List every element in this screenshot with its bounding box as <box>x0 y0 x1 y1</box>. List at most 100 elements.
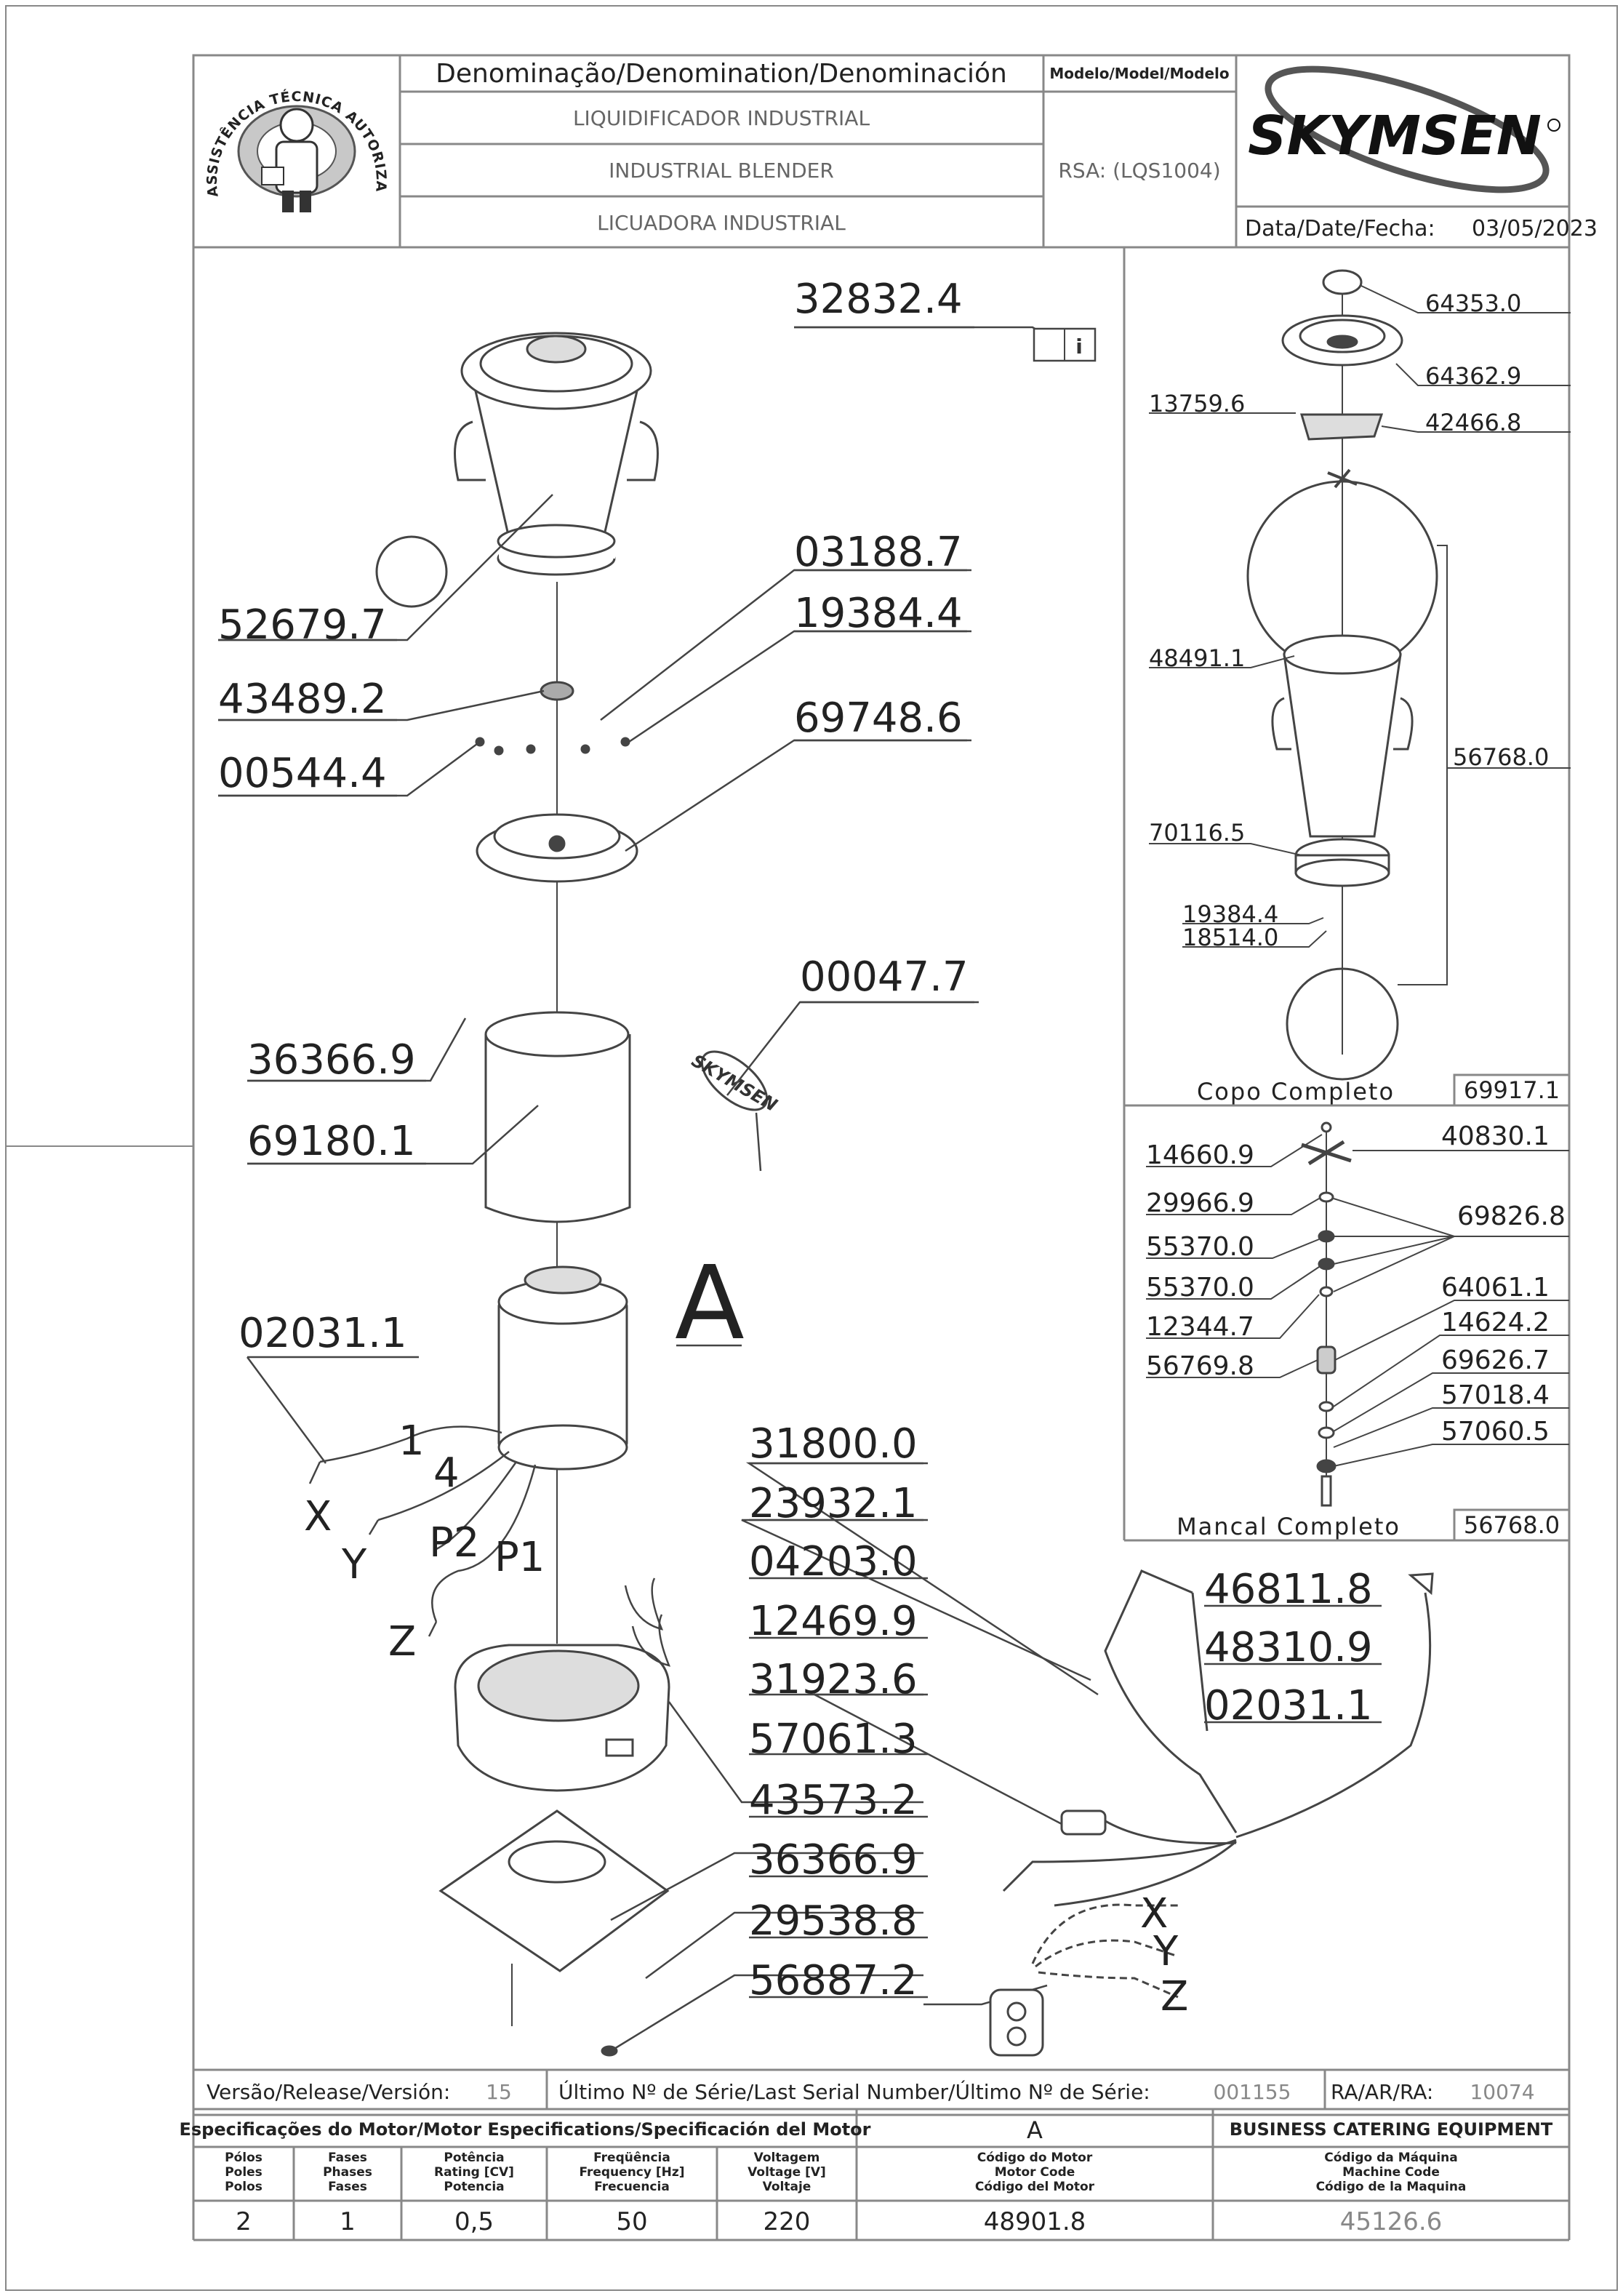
ra-value: 10074 <box>1470 2080 1534 2104</box>
part-label: 00047.7 <box>800 953 969 1001</box>
company-name: BUSINESS CATERING EQUIPMENT <box>1230 2119 1553 2140</box>
cup-assembly-leaders <box>1149 284 1571 985</box>
copo-part-18514: 18514.0 <box>1182 924 1278 951</box>
label-underlines <box>218 326 1382 1999</box>
mancal-part-69826: 69826.8 <box>1457 1201 1566 1231</box>
part-shell: 69180.1 <box>247 1118 416 1165</box>
model-code: RSA: (LQS1004) <box>1058 159 1220 183</box>
bearing-assembly-leaders <box>1146 1134 1569 1467</box>
manual-book-icon: i <box>1033 327 1097 362</box>
copo-part-64353: 64353.0 <box>1425 289 1521 317</box>
coupling <box>540 681 574 701</box>
switch-wire-x: X <box>1140 1890 1168 1937</box>
col-motor-code-pt: Código do Motor <box>977 2151 1093 2165</box>
col-motor-code-en: Motor Code <box>995 2165 1075 2180</box>
wire-x-label: X <box>304 1493 332 1540</box>
spec-column-headers: Pólos Poles Polos Fases Phases Fases Pot… <box>225 2151 1466 2194</box>
date-label: Data/Date/Fecha: <box>1245 216 1435 241</box>
col-machine-code-pt: Código da Máquina <box>1324 2151 1458 2165</box>
inset-frames <box>1123 247 1571 1542</box>
mancal-part-55370-a: 55370.0 <box>1146 1232 1254 1262</box>
col-power-pt: Potência <box>444 2151 504 2165</box>
bearing-assembly-drawing <box>1301 1121 1352 1507</box>
cable-clamp-icon <box>631 1614 671 1667</box>
wire-p2-label: P2 <box>429 1519 479 1567</box>
motor-callout: A <box>675 1244 745 1363</box>
spec-voltage: 220 <box>764 2207 811 2236</box>
mancal-part-29966: 29966.9 <box>1146 1188 1254 1218</box>
motor-letter: A <box>1027 2116 1043 2144</box>
copo-part-56768: 56768.0 <box>1453 743 1549 771</box>
mancal-code: 56768.0 <box>1464 1511 1560 1539</box>
version-label: Versão/Release/Versión: <box>207 2080 450 2104</box>
authorized-service-logo: ASSISTÊNCIA TÉCNICA AUTORIZADA <box>0 0 388 212</box>
bottom-plate <box>438 1809 670 1972</box>
ra-label: RA/AR/RA: <box>1331 2080 1433 2104</box>
switch-wire-y: Y <box>1153 1928 1179 1975</box>
copo-part-19384: 19384.4 <box>1182 900 1278 928</box>
switch-block <box>989 1988 1044 2057</box>
col-poles-pt: Pólos <box>225 2151 263 2165</box>
product-name-en: INDUSTRIAL BLENDER <box>609 159 834 183</box>
skymsen-sticker: SKYMSEN <box>688 1050 780 1116</box>
copo-code: 69917.1 <box>1464 1076 1560 1104</box>
pressostat-connector <box>1060 1809 1107 1836</box>
sheet-border <box>5 5 1618 2291</box>
brand-name: SKYMSEN <box>1248 105 1542 167</box>
col-phases-es: Fases <box>328 2180 367 2194</box>
mancal-part-69626: 69626.7 <box>1441 1345 1550 1375</box>
copo-part-42466: 42466.8 <box>1425 409 1521 436</box>
power-cord <box>989 1569 1434 2057</box>
svg-text:i: i <box>1075 335 1083 359</box>
spec-phases: 1 <box>340 2207 356 2236</box>
wire-y-label: Y <box>341 1541 367 1588</box>
spec-machine-code: 45126.6 <box>1340 2207 1443 2236</box>
part-31923: 31923.6 <box>749 1656 918 1703</box>
serial-value: 001155 <box>1214 2080 1291 2104</box>
col-poles-en: Poles <box>225 2165 263 2180</box>
version-value: 15 <box>486 2080 512 2104</box>
part-57061: 57061.3 <box>749 1716 918 1763</box>
exploded-view-leaders <box>218 326 1099 2052</box>
col-motor-code-es: Código del Motor <box>975 2180 1095 2194</box>
footer-grid <box>192 2068 1571 2241</box>
outer-shell <box>484 1034 631 1223</box>
mancal-title: Mancal Completo <box>1177 1513 1400 1540</box>
motor <box>497 1265 628 1471</box>
copo-part-64362: 64362.9 <box>1425 362 1521 390</box>
copo-part-13759: 13759.6 <box>1149 390 1245 417</box>
mancal-part-64061: 64061.1 <box>1441 1273 1550 1303</box>
wire-p1-label: P1 <box>494 1534 545 1581</box>
denomination-title: Denominação/Denomination/Denominación <box>436 59 1007 89</box>
part-coupling: 43489.2 <box>218 676 387 723</box>
part-terminal: 02031.1 <box>239 1310 407 1357</box>
spec-power: 0,5 <box>454 2207 494 2236</box>
mancal-part-40830: 40830.1 <box>1441 1121 1550 1151</box>
col-voltage-es: Voltaje <box>763 2180 812 2194</box>
mancal-part-57060: 57060.5 <box>1441 1417 1550 1447</box>
part-shell-screw: 36366.9 <box>247 1036 416 1084</box>
model-title: Modelo/Model/Modelo <box>1049 65 1229 82</box>
wire-1-label: 1 <box>398 1417 425 1465</box>
mancal-part-56769: 56769.8 <box>1146 1351 1254 1381</box>
mancal-part-12344: 12344.7 <box>1146 1312 1254 1342</box>
copo-part-48491: 48491.1 <box>1149 644 1245 672</box>
product-name-pt: LIQUIDIFICADOR INDUSTRIAL <box>573 106 870 130</box>
col-machine-code-es: Código de la Maquina <box>1316 2180 1467 2194</box>
col-phases-en: Phases <box>323 2165 372 2180</box>
skymsen-logo: SKYMSEN <box>1248 65 1560 193</box>
col-voltage-pt: Voltagem <box>754 2151 820 2165</box>
col-phases-pt: Fases <box>328 2151 367 2165</box>
part-manual: 32832.4 <box>794 276 963 323</box>
col-power-es: Potencia <box>444 2180 504 2194</box>
mechanic-head-icon <box>279 108 314 143</box>
spec-values: 2 1 0,5 50 220 48901.8 45126.6 <box>236 2207 1442 2236</box>
motor-spec-title: Especificações do Motor/Motor Especifica… <box>179 2119 870 2140</box>
registered-icon <box>1547 119 1560 132</box>
copo-part-70116: 70116.5 <box>1149 819 1245 847</box>
part-base-plate: 69748.6 <box>794 695 963 742</box>
part-jar: 52679.7 <box>218 601 387 649</box>
cup-assembly-drawing <box>1246 269 1438 1081</box>
spec-poles: 2 <box>236 2207 252 2236</box>
